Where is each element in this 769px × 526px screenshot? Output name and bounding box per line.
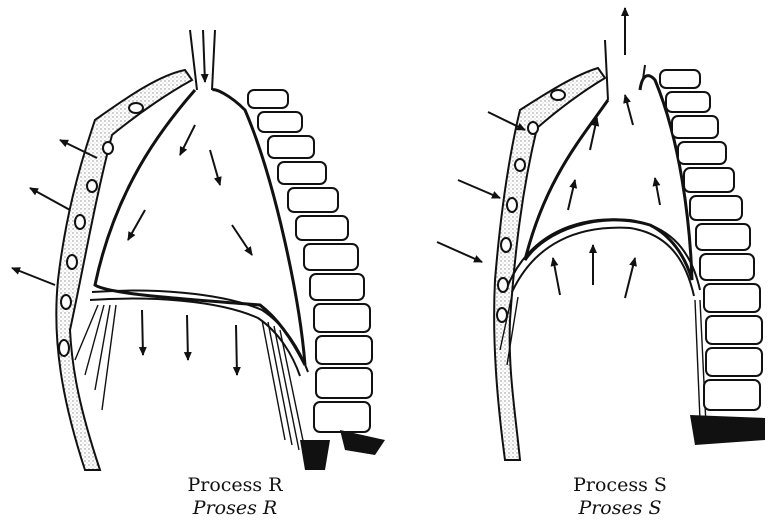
panel-s-illustration [437,8,765,460]
panel-r-subtitle: Proses R [170,497,300,519]
panel-s-back-dark [690,415,765,445]
panel-r-title: Process R [170,474,300,496]
panel-r-muscle-fibres [75,305,306,455]
panel-s-title: Process S [555,474,685,496]
panel-s-subtitle: Proses S [555,497,685,519]
panel-s-muscle-fibres [500,295,706,425]
panel-r-back-dark [300,430,385,470]
panel-r-illustration [12,30,385,470]
